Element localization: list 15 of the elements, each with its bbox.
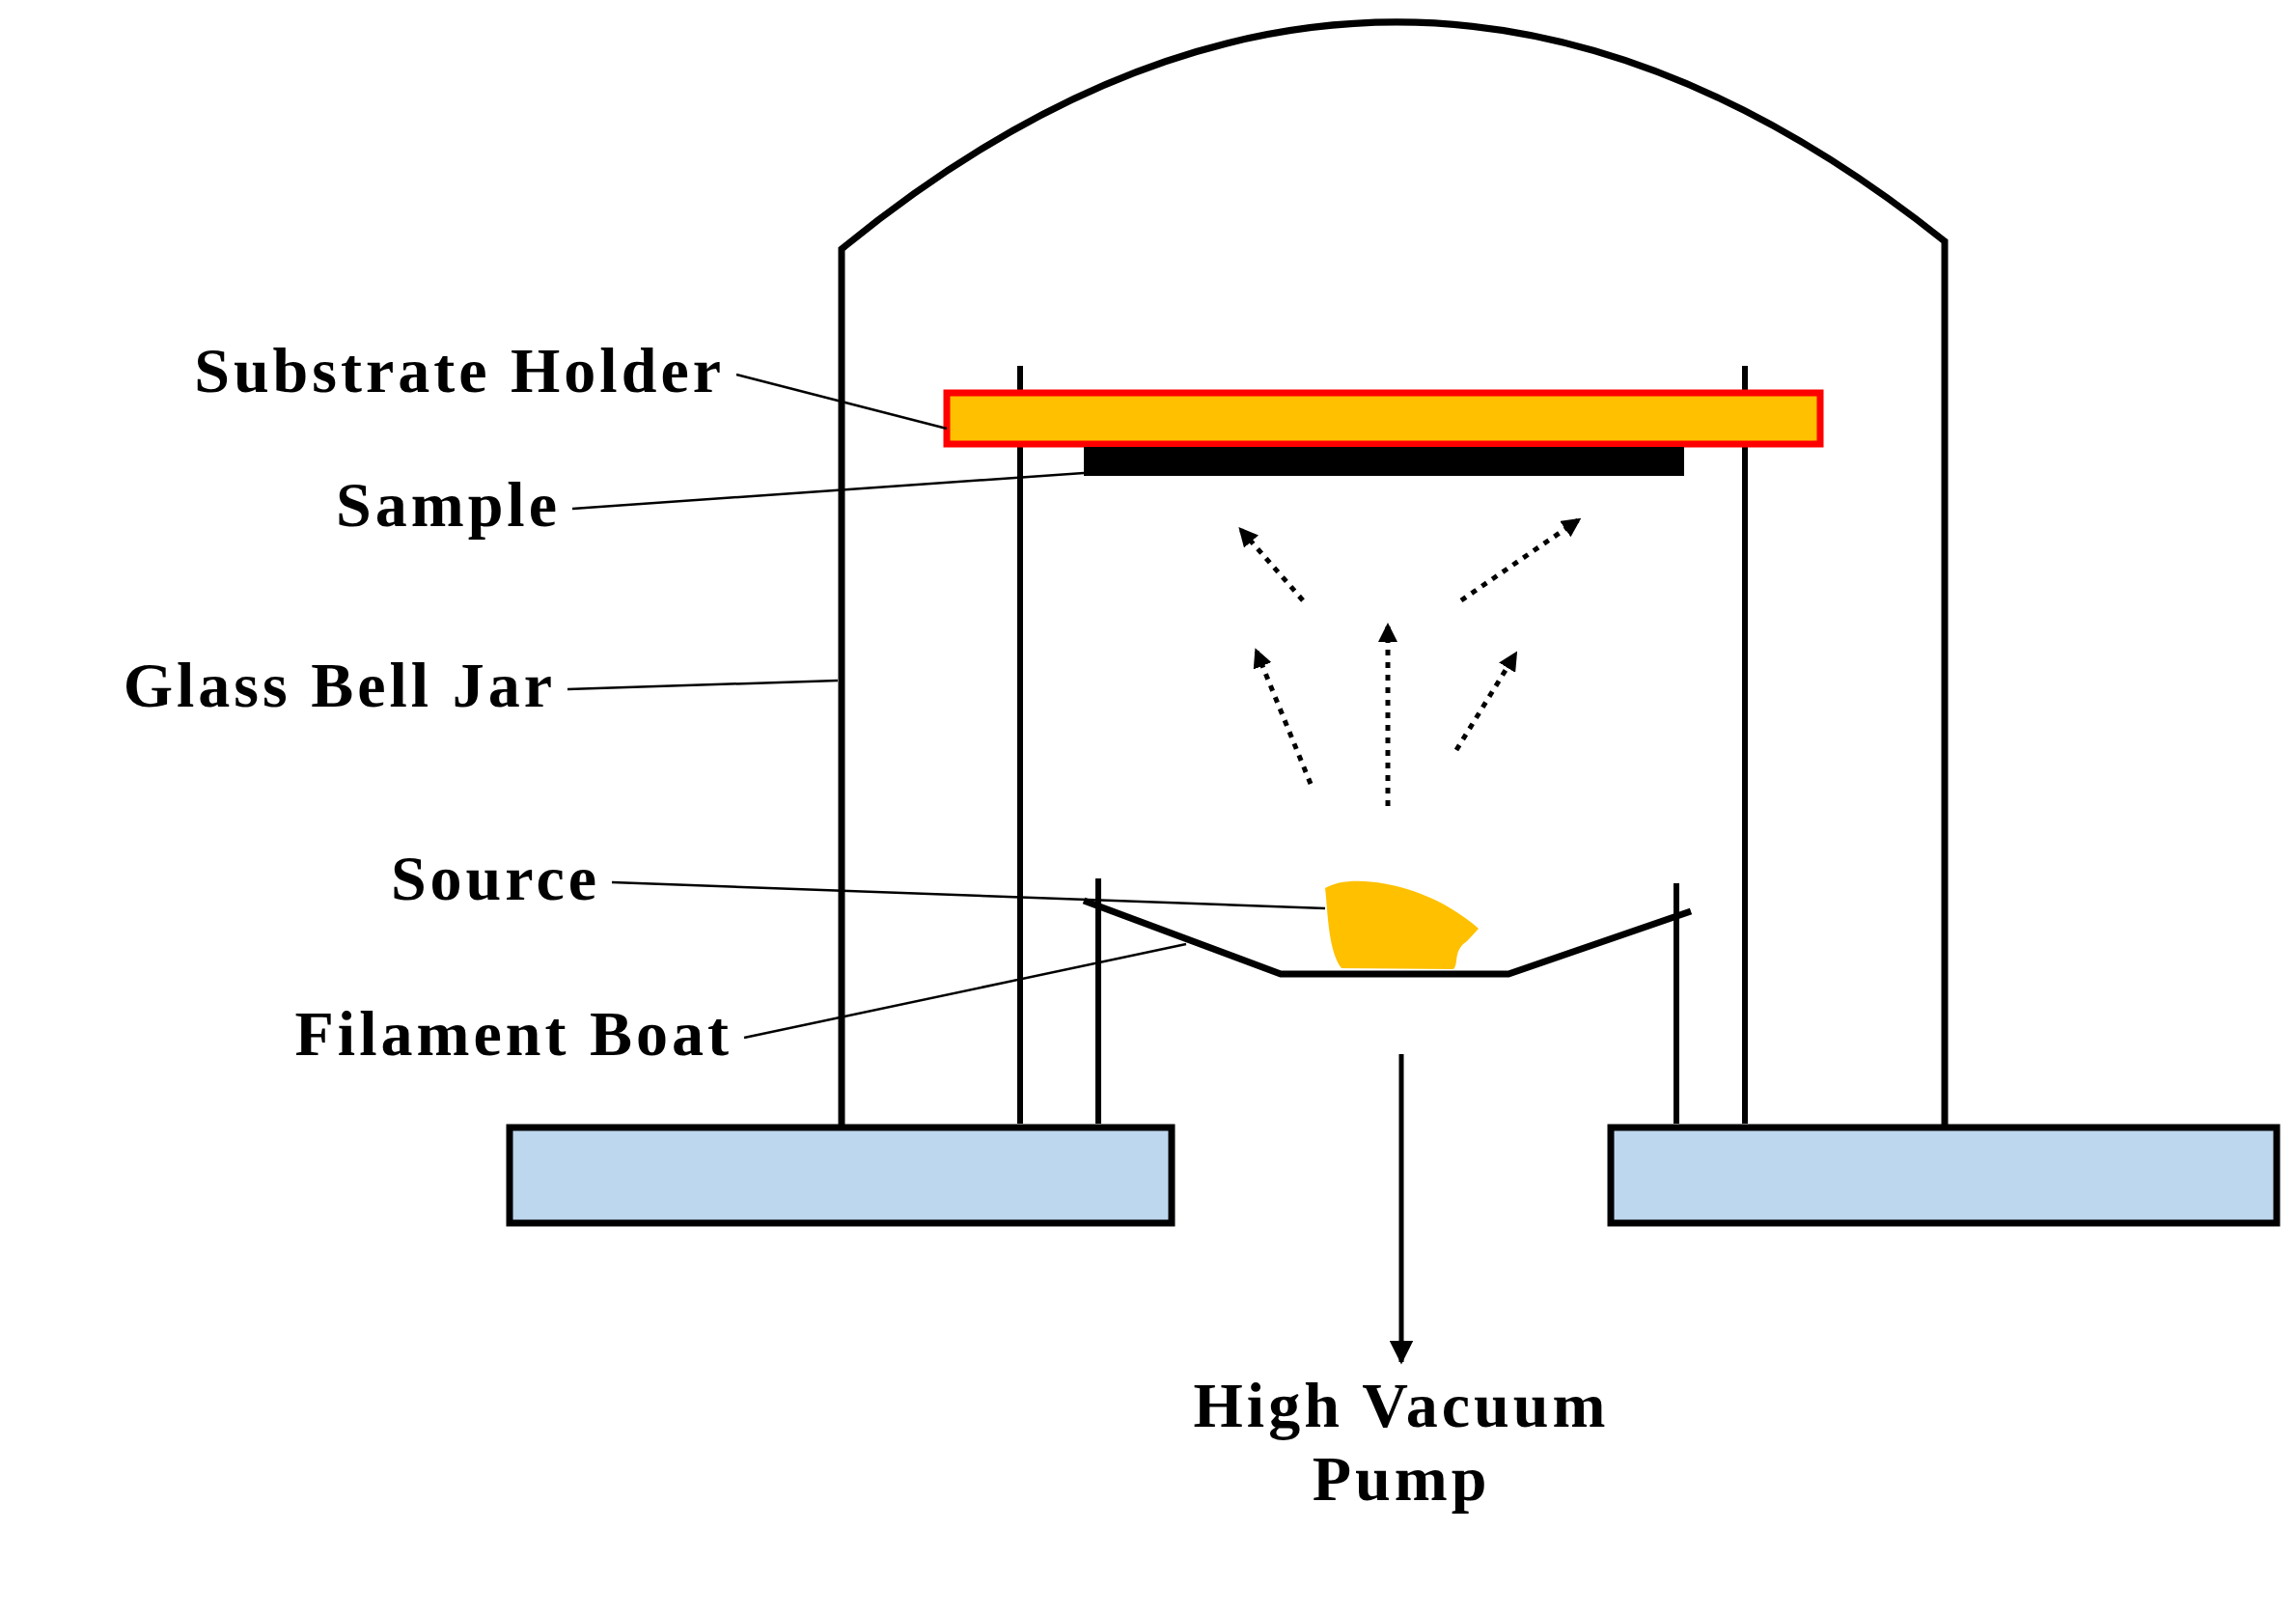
part-label: Glass Bell Jar xyxy=(123,649,556,722)
part-label: Source xyxy=(390,842,600,915)
leader-line xyxy=(611,880,1326,910)
leader-line xyxy=(735,373,948,431)
pump-label: High Vacuum Pump xyxy=(1179,1369,1623,1516)
leader-line xyxy=(571,471,1085,511)
leader-line xyxy=(567,679,839,691)
part-label: Filament Boat xyxy=(294,997,733,1071)
arrow xyxy=(1389,1054,1414,1365)
part-label: Sample xyxy=(335,468,561,542)
substrate-holder xyxy=(943,389,1824,448)
part-label: Substrate Holder xyxy=(194,334,725,407)
base-plate xyxy=(506,1124,1176,1227)
leader-line xyxy=(743,942,1187,1040)
base-plate xyxy=(1607,1124,2281,1227)
